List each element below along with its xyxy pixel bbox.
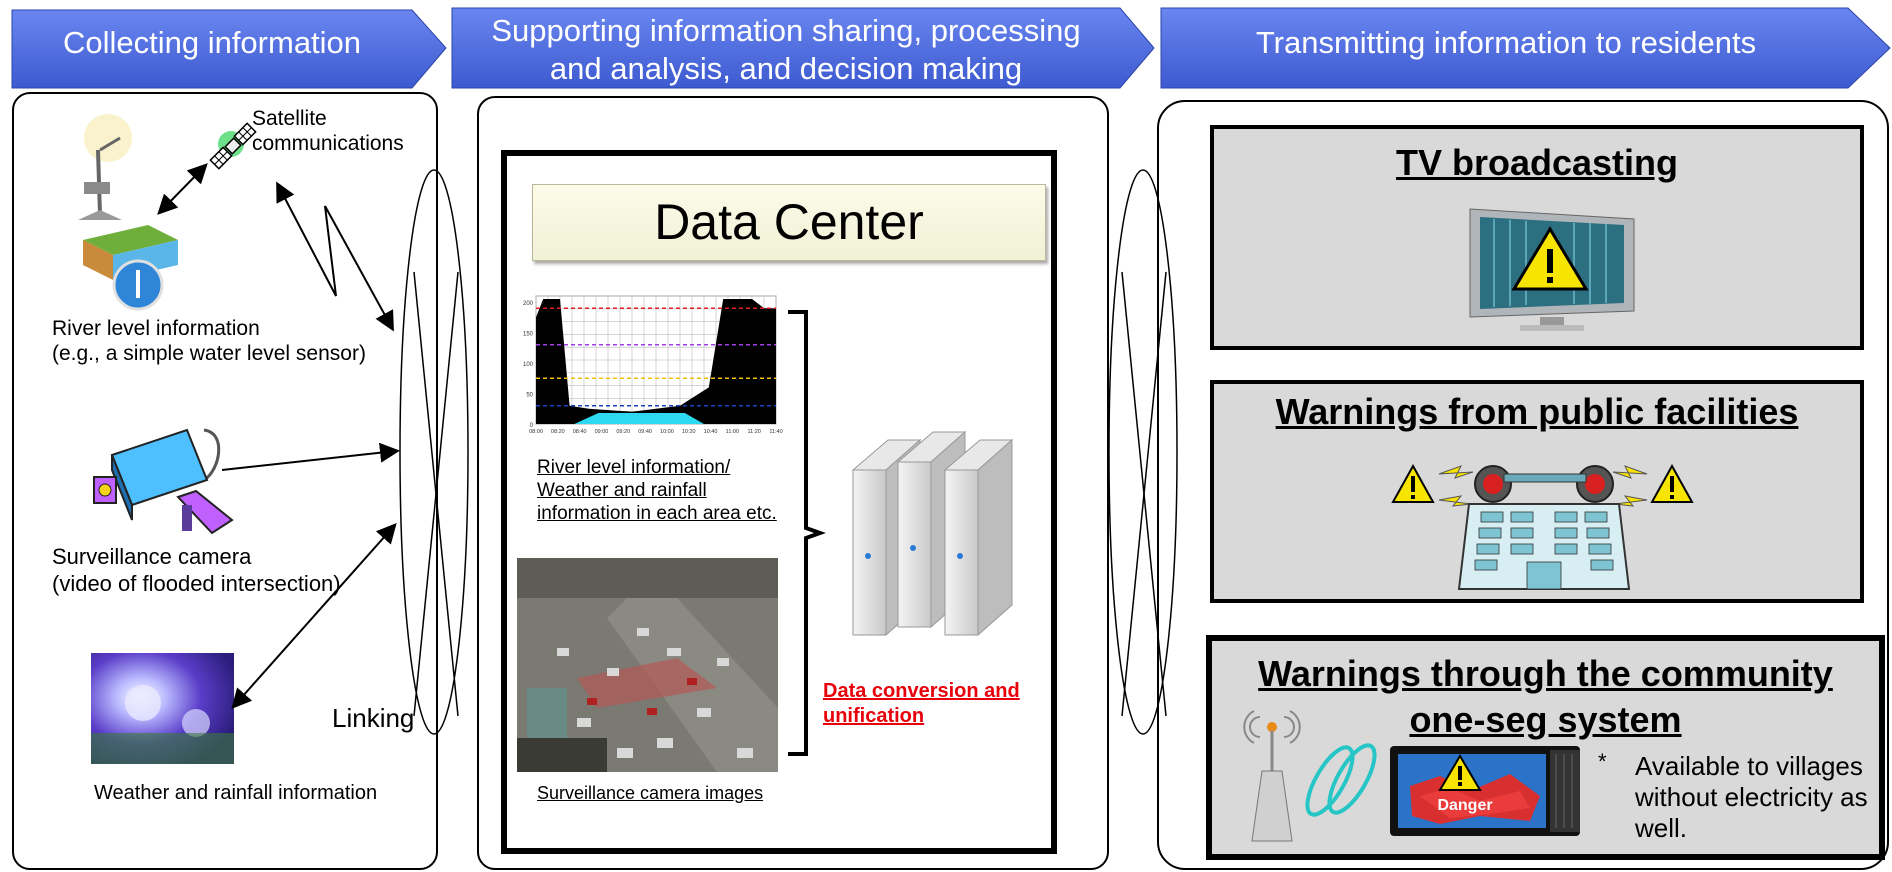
conversion-line2: unification [823,705,925,727]
satellite-link-arrow [276,181,394,332]
danger-label: Danger [1437,797,1492,814]
tv-box: TV broadcasting [1210,125,1864,350]
chart-x-tick: 09:40 [638,429,652,435]
oneseg-note-line2: without electricity as [1635,782,1868,812]
weather-caption: Weather and rainfall information [94,782,378,804]
chart-x-tick: 10:20 [682,429,696,435]
river-caption: River level information (e.g., a simple … [52,316,366,366]
linking-ellipses-left [399,169,469,735]
chart-caption-line1: River level information/ [537,457,731,478]
chart-water-area [574,413,704,424]
satellite-icon [209,122,257,170]
chart-x-tick: 08:00 [529,429,543,435]
banner-collect-arrow [11,9,447,89]
banner-transmit-arrow [1160,7,1891,89]
chart-x-tick: 09:00 [595,429,609,435]
chart-x-tick: 10:40 [704,429,718,435]
warning-right [1650,463,1694,503]
oneseg-title-line1: Warnings through the community [1258,653,1833,694]
chart-caption-line3: information in each area etc. [537,503,777,524]
oneseg-title-line2: one-seg system [1409,699,1682,740]
banner-support-arrow [451,7,1155,89]
chart-caption-line2: Weather and rainfall [537,480,707,501]
chart-y-tick: 100 [523,362,534,368]
satellite-line1: Satellite [252,107,327,130]
antenna-icon [1243,710,1377,842]
tv-title: TV broadcasting [1395,142,1679,183]
river-caption-line1: River level information [52,317,260,340]
banner-collect: Collecting information [62,25,362,60]
chart-x-tick: 08:20 [551,429,565,435]
oneseg-note-line3: well. [1635,813,1688,843]
surveillance-photo [517,558,778,772]
camera-link-arrow [221,442,400,471]
river-level-chart: 0 50 100 150 200 08:00 08:20 08:40 09:00 09:20 09:… [523,295,783,435]
chart-x-tick: 09:20 [616,429,630,435]
chart-y-tick: 200 [523,301,534,307]
camera-caption-line1: Surveillance camera [52,544,252,569]
linking-ellipses-right [1108,169,1178,735]
linking-label: Linking [332,703,415,733]
conversion-line1: Data conversion and [823,680,1020,702]
chart-x-tick: 11:00 [726,429,739,435]
conversion-label: Data conversion and unification [823,679,1020,729]
satellite-line2: communications [252,132,404,155]
warning-left [1391,463,1435,503]
oneseg-box: Warnings through the community one-seg s… [1206,635,1885,860]
chart-y-tick: 150 [523,332,534,338]
public-facility-icon [1391,463,1694,590]
chart-x-tick: 11:40 [769,429,782,435]
tv-icon [1469,208,1635,331]
banner-arrows [11,7,1891,89]
photo-caption: Surveillance camera images [537,783,764,803]
public-title: Warnings from public facilities [1275,391,1799,432]
chart-caption: River level information/ Weather and rai… [537,456,777,525]
banner-support: Supporting information sharing, processi… [452,12,1120,88]
chart-x-tick: 08:40 [573,429,587,435]
oneseg-title: Warnings through the community one-seg s… [1212,651,1879,743]
weather-link-arrow [231,523,397,709]
oneseg-note-line1: Available to villages [1635,751,1863,781]
note-star: * [1598,749,1607,774]
water-sensor-icon [78,114,178,311]
chart-x-tick: 11:20 [748,429,761,435]
chart-x-tick: 10:00 [660,429,674,435]
satellite-label: Satellite communications [252,106,404,156]
chart-level-area [536,299,776,424]
banner-support-line2: and analysis, and decision making [549,51,1023,86]
data-center-title: Data Center [532,184,1046,261]
oneseg-note: Available to villages without electricit… [1635,751,1868,844]
chart-y-tick: 50 [526,393,533,399]
public-box: Warnings from public facilities [1210,380,1864,603]
oneseg-phone-icon: Danger [1390,746,1580,836]
bracket [788,310,826,756]
camera-icon [93,428,234,535]
banner-transmit: Transmitting information to residents [1255,25,1757,60]
sensor-satellite-arrow [157,163,208,215]
banner-support-line1: Supporting information sharing, processi… [491,13,1081,48]
data-center-frame [501,150,1057,854]
river-caption-line2: (e.g., a simple water level sensor) [52,342,366,365]
weather-image [91,653,234,764]
chart-y-tick: 0 [530,423,534,429]
servers-icon [851,431,1013,637]
